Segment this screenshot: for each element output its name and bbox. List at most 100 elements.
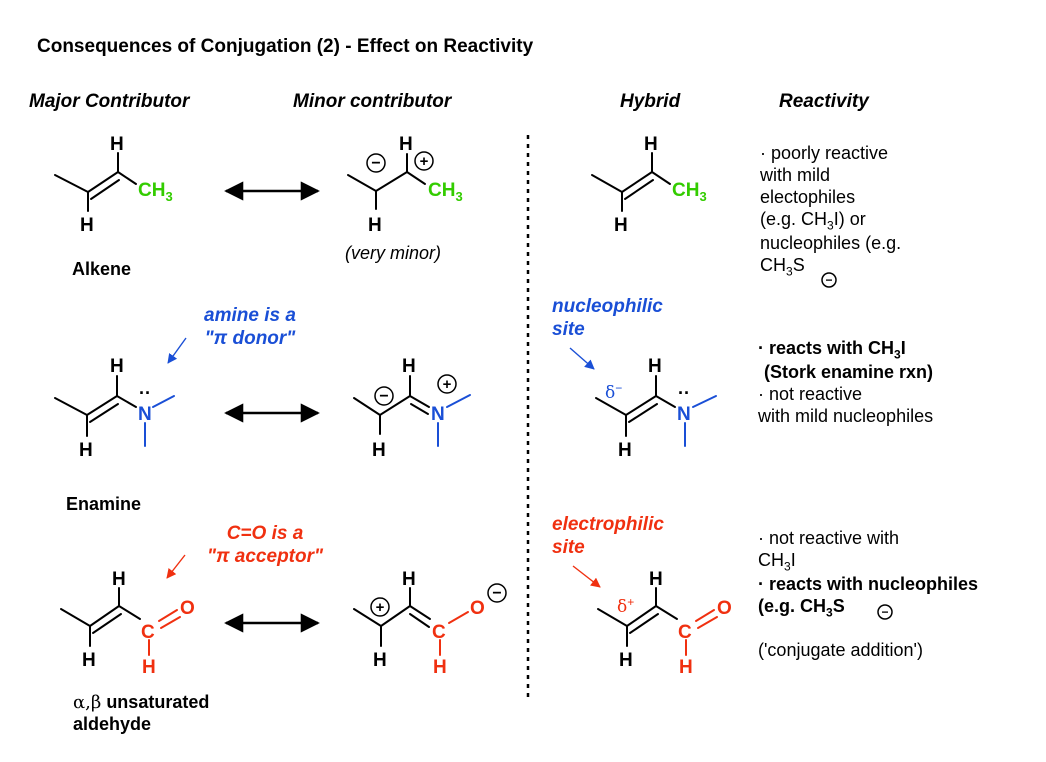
- header-hybrid: Hybrid: [620, 91, 681, 112]
- alkene-minor-minus-sign: −: [371, 155, 380, 172]
- page-title: Consequences of Conjugation (2) - Effect…: [37, 36, 534, 57]
- enamine-major-h-top: H: [110, 356, 124, 377]
- enamine-major-n: N: [138, 404, 152, 425]
- alkene-hybrid-h-top: H: [644, 134, 658, 155]
- enamine-major-h-bottom: H: [79, 440, 93, 461]
- aldehyde-minor-h-ald: H: [433, 657, 447, 678]
- aldehyde-minor-h-top: H: [402, 569, 416, 590]
- enamine-hybrid-lone-pair: ··: [678, 383, 690, 403]
- header-reactivity: Reactivity: [779, 91, 869, 112]
- aldehyde-major-structure: [60, 587, 141, 647]
- aldehyde-hybrid-h-top: H: [649, 569, 663, 590]
- arrow-nucleophilic: [569, 347, 595, 370]
- reactivity-aldehyde-b5: ('conjugate addition'): [758, 640, 923, 661]
- reactivity-alkene-thiolate-charge: −: [821, 272, 837, 288]
- reactivity-alkene-b6c: S: [792, 255, 805, 276]
- annotation-pi-donor: amine is a "π donor": [190, 305, 310, 351]
- label-alkene: Alkene: [72, 259, 132, 279]
- enamine-hybrid-delta-sign: −: [615, 381, 622, 395]
- annotation-pi-donor-line2: "π donor": [204, 327, 296, 349]
- enamine-major-structure: [54, 375, 137, 437]
- reactivity-aldehyde-thiolate-minus: −: [881, 605, 888, 619]
- annotation-pi-acceptor: C=O is a "π acceptor": [190, 523, 340, 569]
- enamine-major-lone-pair: ··: [139, 383, 151, 403]
- enamine-minor-plus-sign: +: [443, 376, 452, 393]
- aldehyde-major-c: C: [141, 622, 155, 643]
- reactivity-enamine-b1a: · reacts with CH: [758, 338, 895, 358]
- enamine-minor-minus-sign: −: [379, 388, 388, 405]
- reactivity-aldehyde-thiolate-charge: −: [877, 604, 893, 620]
- reactivity-alkene-b4a: (e.g. CH: [760, 208, 828, 229]
- alkene-major-h-bottom: H: [80, 215, 94, 236]
- aldehyde-major-co-bonds: [148, 609, 181, 656]
- enamine-minor-n-bonds: [437, 394, 471, 447]
- reactivity-aldehyde-b2a: CH: [758, 549, 784, 570]
- alkene-hybrid-structure: [591, 152, 671, 212]
- annotation-electrophilic-line2: site: [552, 536, 585, 558]
- alkene-minor-h-bottom: H: [368, 215, 382, 236]
- aldehyde-hybrid-h-ald: H: [679, 657, 693, 678]
- arrow-pi-donor: [167, 337, 187, 364]
- reactivity-enamine-b1c: I: [900, 338, 906, 358]
- aldehyde-hybrid-c: C: [678, 622, 692, 643]
- enamine-hybrid-delta: δ: [605, 383, 615, 403]
- enamine-minor-h-bottom: H: [372, 440, 386, 461]
- alkene-hybrid-ch3: CH3: [672, 180, 707, 204]
- label-very-minor: (very minor): [345, 243, 442, 263]
- arrow-pi-acceptor: [166, 554, 186, 579]
- alkene-major-structure: [54, 152, 137, 212]
- alkene-minor-minus-circle: [366, 153, 386, 173]
- annotation-pi-acceptor-line1: C=O is a: [226, 523, 304, 544]
- reactivity-enamine-b2: (Stork enamine rxn): [764, 362, 934, 383]
- aldehyde-hybrid-h-bottom: H: [619, 650, 633, 671]
- enamine-hybrid-n-bonds: [684, 395, 717, 447]
- aldehyde-hybrid-structure: [597, 587, 678, 647]
- alkene-hybrid-ch3-ch: CH: [672, 180, 699, 201]
- reactivity-alkene-b4b: 3: [827, 218, 834, 233]
- enamine-minor-h-top: H: [402, 356, 416, 377]
- header-minor-contributor: Minor contributor: [293, 91, 452, 112]
- reactivity-enamine-b3: · not reactive: [758, 384, 863, 405]
- enamine-hybrid-n: N: [677, 404, 691, 425]
- reactivity-alkene-b2: with mild: [760, 164, 831, 185]
- enamine-minor-n: N: [431, 404, 445, 425]
- reactivity-aldehyde-b4b: 3: [826, 605, 833, 620]
- aldehyde-major-h-ald: H: [142, 657, 156, 678]
- alkene-major-ch3: CH3: [138, 180, 173, 204]
- alkene-minor-plus-sign: +: [420, 153, 429, 170]
- aldehyde-minor-h-bottom: H: [373, 650, 387, 671]
- alkene-major-ch3-ch: CH: [138, 180, 165, 201]
- reactivity-enamine: · reacts with CH3I (Stork enamine rxn) ·…: [758, 338, 1028, 428]
- label-enamine: Enamine: [66, 494, 142, 514]
- enamine-minor-plus-circle: [437, 374, 457, 394]
- reactivity-alkene-thiolate-minus: −: [825, 273, 832, 287]
- enamine-minor-structure: [353, 375, 430, 435]
- aldehyde-minor-c: C: [432, 622, 446, 643]
- alkene-minor-plus-circle: [414, 151, 434, 171]
- reactivity-aldehyde: · not reactive with CH3I · reacts with n…: [758, 528, 1038, 662]
- annotation-nucleophilic-site: nucleophilic site: [552, 296, 663, 342]
- label-aldehyde-line2: aldehyde: [73, 713, 152, 734]
- label-aldehyde: α,β unsaturated aldehyde: [73, 692, 209, 735]
- reactivity-aldehyde-b4c: S: [832, 596, 845, 617]
- reactivity-alkene-b1: · poorly reactive: [760, 143, 889, 163]
- annotation-pi-donor-line1: amine is a: [204, 305, 296, 326]
- alkene-major-ch3-3: 3: [165, 189, 172, 204]
- arrow-electrophilic: [572, 565, 601, 588]
- reactivity-alkene-b6a: CH: [760, 255, 786, 276]
- reactivity-aldehyde-b4a: (e.g. CH: [758, 596, 827, 617]
- alkene-minor-h-top: H: [399, 134, 413, 155]
- enamine-hybrid-h-top: H: [648, 356, 662, 377]
- reactivity-enamine-b4: with mild nucleophiles: [758, 406, 934, 427]
- annotation-electrophilic-line1: electrophilic: [552, 514, 664, 535]
- alkene-hybrid-h-bottom: H: [614, 215, 628, 236]
- reactivity-alkene: · poorly reactive with mild electophiles…: [760, 143, 980, 279]
- alkene-minor-structure: [347, 153, 426, 210]
- aldehyde-minor-minus-circle: [487, 583, 507, 603]
- annotation-nucleophilic-line1: nucleophilic: [552, 296, 663, 317]
- aldehyde-hybrid-co-bonds: [685, 609, 718, 656]
- alkene-major-h-top: H: [110, 134, 124, 155]
- annotation-pi-acceptor-line2: "π acceptor": [206, 545, 324, 567]
